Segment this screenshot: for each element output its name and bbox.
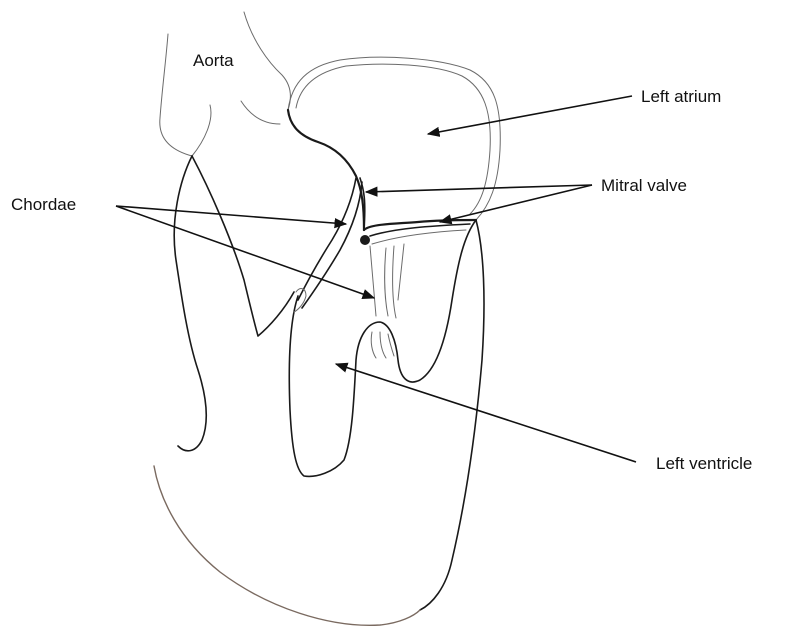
aorta-label: Aorta <box>193 52 234 69</box>
papillary-muscles <box>289 220 476 476</box>
chordae-label: Chordae <box>11 196 76 213</box>
mitral-valve-arrow-2 <box>440 185 592 222</box>
left-atrium-outline <box>288 57 500 220</box>
aorta-outline <box>160 12 291 156</box>
mitral-valve-label: Mitral valve <box>601 177 687 194</box>
pointer-arrows <box>116 96 636 462</box>
mitral-valve-arrow-1 <box>366 185 592 192</box>
left-atrium-label: Left atrium <box>641 88 721 105</box>
left-atrium-arrow <box>428 96 632 134</box>
mitral-leaflets <box>298 178 470 308</box>
left-ventricle-arrow <box>336 364 636 462</box>
left-ventricle-label: Left ventricle <box>656 455 752 472</box>
chordae-arrow-1 <box>116 206 346 224</box>
heart-wall <box>154 110 484 625</box>
